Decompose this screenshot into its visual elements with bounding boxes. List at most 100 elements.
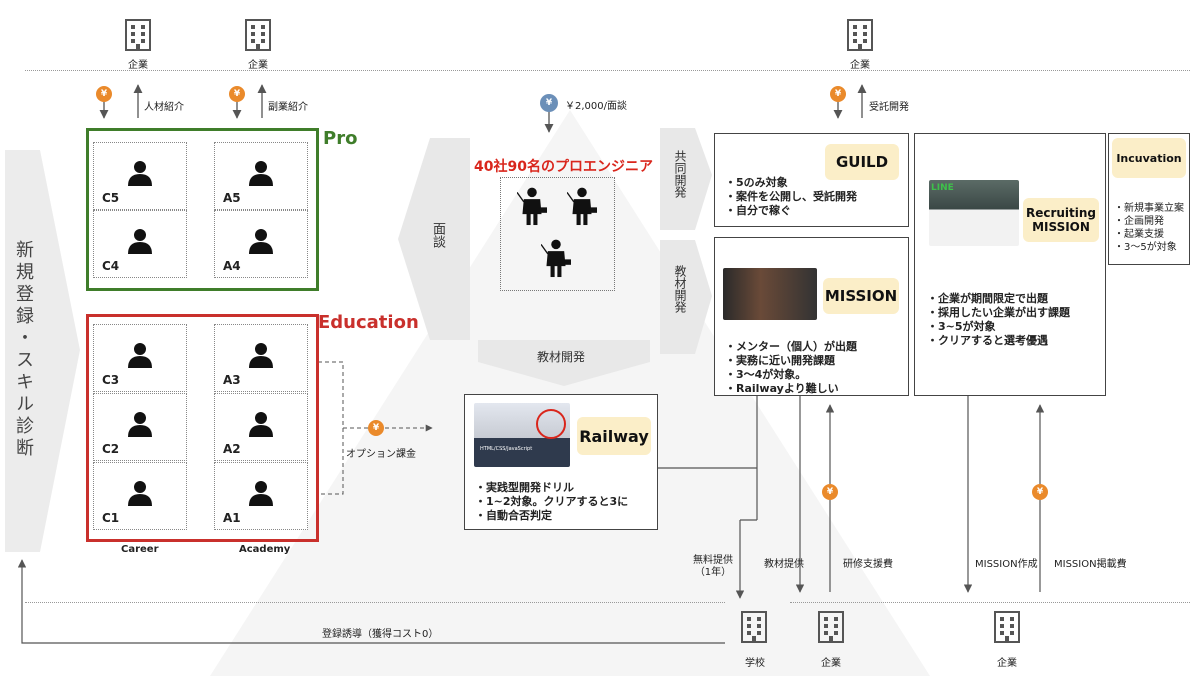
- incubation-tag: Incuvation: [1112, 138, 1186, 178]
- company-building-icon: [244, 18, 272, 52]
- level-cell[interactable]: A5: [214, 142, 308, 210]
- bullet-item: ・採用したい企業が出す課題: [927, 306, 1070, 319]
- recruiting-thumbnail: LINE: [929, 180, 1019, 246]
- railway-card[interactable]: HTML/CSS/JavaScript Railway ・実践型開発ドリル ・1…: [464, 394, 658, 530]
- stamp-icon: [536, 409, 566, 439]
- bullet-item: ・3〜4が対象。: [725, 368, 807, 381]
- recruiting-tag: Recruiting MISSION: [1023, 198, 1099, 242]
- yen-icon: ¥: [229, 86, 245, 102]
- level-label: C1: [102, 511, 120, 525]
- bullet-item: ・実践型開発ドリル: [475, 481, 574, 494]
- mission-thumbnail: [723, 268, 817, 320]
- bullet-item: ・3〜5が対象: [1114, 242, 1177, 253]
- education-group: [86, 314, 319, 542]
- side-job-label: 副業紹介: [268, 102, 308, 113]
- company-label: 企業: [248, 60, 268, 71]
- person-icon: [248, 160, 274, 186]
- incubation-bullets: ・新規事業立案 ・企画開発 ・起業支援 ・3〜5が対象: [1114, 202, 1184, 254]
- bullet-item: ・起業支援: [1114, 229, 1164, 240]
- level-cell[interactable]: A1: [214, 462, 308, 530]
- mission-card[interactable]: MISSION ・メンター（個人）が出題 ・実務に近い開発課題 ・3〜4が対象。…: [714, 237, 909, 396]
- interview-label: 面談: [430, 222, 445, 248]
- column-label-academy: Academy: [239, 544, 291, 555]
- bullet-item: ・自分で稼ぐ: [725, 204, 791, 217]
- company-label: 企業: [821, 658, 841, 669]
- joint-dev-label: 共同開発: [673, 150, 687, 198]
- bullet-item: ・クリアすると選考優遇: [927, 334, 1048, 347]
- bullet-item: ・新規事業立案: [1114, 203, 1184, 214]
- recruiting-bullets: ・企業が期間限定で出題 ・採用したい企業が出す課題 ・3~5が対象 ・クリアする…: [927, 292, 1070, 348]
- person-icon: [248, 480, 274, 506]
- level-cell[interactable]: C5: [93, 142, 187, 210]
- bullet-item: ・企画開発: [1114, 216, 1164, 227]
- level-label: A5: [223, 191, 241, 205]
- yen-icon: ¥: [96, 86, 112, 102]
- referral-label: 登録誘導（獲得コスト0）: [322, 629, 439, 640]
- railway-tag: Railway: [577, 417, 651, 455]
- level-label: C4: [102, 259, 120, 273]
- level-label: A3: [223, 373, 241, 387]
- company-label: 企業: [997, 658, 1017, 669]
- option-fee-label: オプション課金: [346, 449, 416, 460]
- interview-fee-label: ￥2,000/面談: [565, 101, 627, 112]
- engineers-title: 40社90名のプロエンジニア: [474, 159, 653, 175]
- mission-tag: MISSION: [823, 278, 899, 314]
- level-label: C3: [102, 373, 120, 387]
- railway-thumbnail: HTML/CSS/JavaScript: [474, 403, 570, 467]
- railway-bullets: ・実践型開発ドリル ・1~2対象。クリアすると3に ・自動合否判定: [475, 481, 628, 523]
- level-cell[interactable]: C2: [93, 393, 187, 461]
- bullet-item: ・1~2対象。クリアすると3に: [475, 495, 629, 508]
- mission-fee-label: MISSION掲載費: [1054, 559, 1127, 570]
- bullet-item: ・5のみ対象: [725, 176, 788, 189]
- level-label: C2: [102, 442, 120, 456]
- school-label: 学校: [745, 658, 765, 669]
- bottom-divider-left: [25, 602, 725, 603]
- material-dev-vertical-label: 教材開発: [673, 265, 687, 313]
- guild-card[interactable]: GUILD ・5のみ対象 ・案件を公開し、受託開発 ・自分で稼ぐ: [714, 133, 909, 227]
- person-icon: [127, 160, 153, 186]
- guild-bullets: ・5のみ対象 ・案件を公開し、受託開発 ・自分で稼ぐ: [725, 176, 857, 218]
- contract-dev-label: 受託開発: [869, 102, 909, 113]
- incubation-card[interactable]: Incuvation ・新規事業立案 ・企画開発 ・起業支援 ・3〜5が対象: [1108, 133, 1190, 265]
- signup-banner: 新規登録・スキル診断: [13, 240, 34, 460]
- yen-icon: ¥: [368, 420, 384, 436]
- yen-icon: ¥: [1032, 484, 1048, 500]
- material-dev-label: 教材開発: [537, 350, 586, 364]
- level-cell[interactable]: C3: [93, 324, 187, 392]
- company-building-icon: [846, 18, 874, 52]
- pro-group: [86, 128, 319, 291]
- material-provide-label: 教材提供: [764, 559, 804, 570]
- recruiting-mission-card[interactable]: LINE Recruiting MISSION ・企業が期間限定で出題 ・採用し…: [914, 133, 1106, 396]
- yen-icon: ¥: [540, 94, 558, 112]
- level-cell[interactable]: C4: [93, 210, 187, 278]
- person-icon: [248, 342, 274, 368]
- level-label: A1: [223, 511, 241, 525]
- free-provide-label: 無料提供 （1年）: [693, 555, 733, 578]
- level-label: A2: [223, 442, 241, 456]
- level-cell[interactable]: C1: [93, 462, 187, 530]
- bottom-divider-right: [790, 602, 1190, 603]
- guild-tag: GUILD: [825, 144, 899, 180]
- level-cell[interactable]: A2: [214, 393, 308, 461]
- company-label: 企業: [850, 60, 870, 71]
- bullet-item: ・自動合否判定: [475, 509, 552, 522]
- engineer-icon: [567, 186, 597, 226]
- person-icon: [248, 411, 274, 437]
- column-label-career: Career: [121, 544, 159, 555]
- line-logo: LINE: [931, 183, 954, 193]
- bullet-item: ・3~5が対象: [927, 320, 996, 333]
- mission-create-label: MISSION作成: [975, 559, 1038, 570]
- person-icon: [127, 342, 153, 368]
- railway-thumb-text: HTML/CSS/JavaScript: [480, 446, 533, 452]
- bullet-item: ・実務に近い開発課題: [725, 354, 835, 367]
- person-icon: [127, 480, 153, 506]
- person-icon: [127, 228, 153, 254]
- yen-icon: ¥: [822, 484, 838, 500]
- level-label: A4: [223, 259, 241, 273]
- bullet-item: ・メンター（個人）が出題: [725, 340, 857, 353]
- level-cell[interactable]: A3: [214, 324, 308, 392]
- company-building-icon: [993, 610, 1021, 644]
- yen-icon: ¥: [830, 86, 846, 102]
- level-cell[interactable]: A4: [214, 210, 308, 278]
